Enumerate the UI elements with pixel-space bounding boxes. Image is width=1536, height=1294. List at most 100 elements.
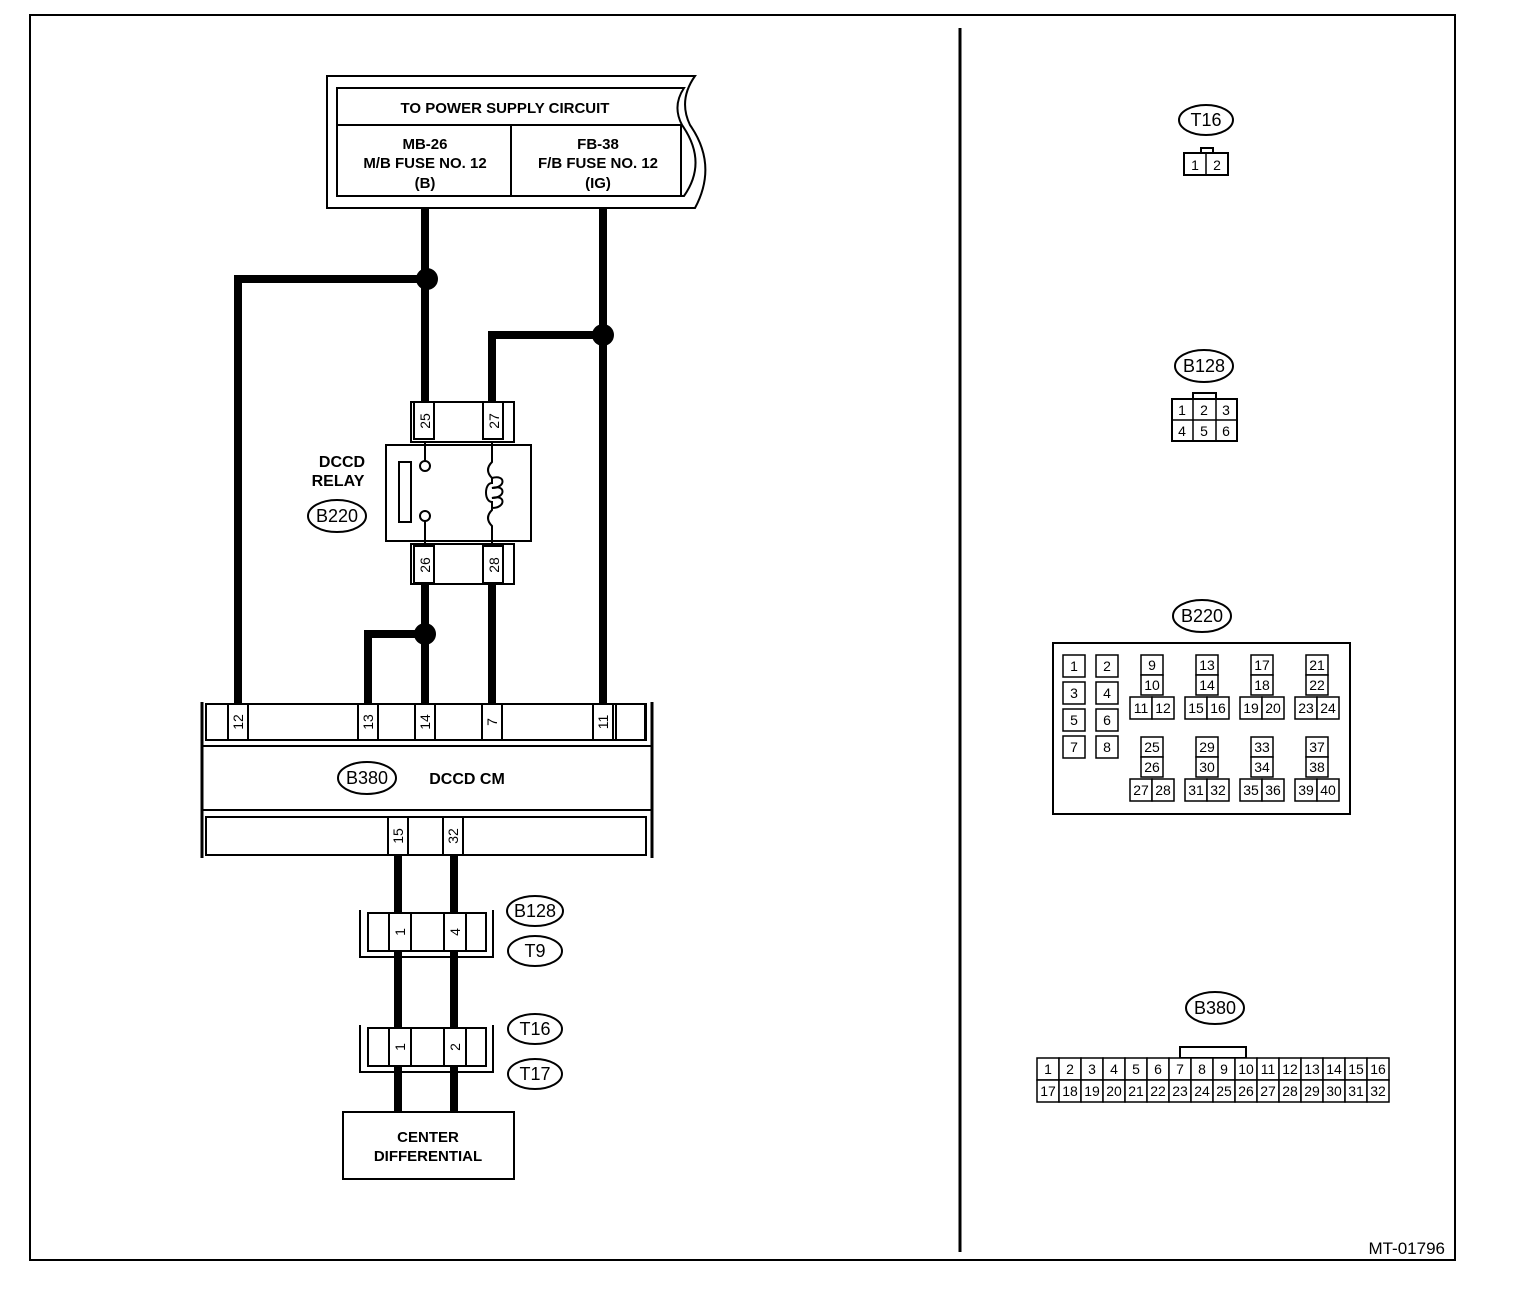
- b128-view-pin-6: 6: [1222, 423, 1230, 439]
- b380-pin-31: 31: [1348, 1083, 1364, 1099]
- b220-pin-26: 26: [1144, 759, 1160, 775]
- b380-pin-30: 30: [1326, 1083, 1342, 1099]
- b220-pin-18-cell: [1250, 674, 1274, 696]
- relay-pin-27: 27: [486, 413, 502, 429]
- connector-tag-b128: [506, 895, 564, 927]
- b220-pin-22-cell: [1305, 674, 1329, 696]
- b128-view-pin-1: 1: [1178, 402, 1186, 418]
- power-supply-header: TO POWER SUPPLY CIRCUIT: [401, 100, 610, 117]
- cm-label: DCCD CM: [429, 771, 505, 788]
- b380-pin-7: 7: [1176, 1061, 1184, 1077]
- cm-pin-15: 15: [390, 828, 406, 844]
- relay-pin-28: 28: [486, 557, 502, 573]
- splice-pin26: [414, 623, 436, 645]
- jc1-code-1: B128: [514, 901, 556, 921]
- b220-pin-8-cell: [1095, 735, 1119, 759]
- b220-pin-18: 18: [1254, 677, 1270, 693]
- dccd-control-module: 12 13 14 7 11 15 32 B380 DCCD CM: [200, 702, 654, 858]
- b220-pin-35: 35: [1243, 782, 1259, 798]
- b220-pin-40-cell: [1316, 778, 1340, 802]
- b380-pin-16: 16: [1370, 1061, 1386, 1077]
- b380-pin-15: 15: [1348, 1061, 1364, 1077]
- b380-pin-25: 25: [1216, 1083, 1232, 1099]
- b220-pin-3: 3: [1070, 685, 1078, 701]
- b220-pin-20-cell: [1261, 696, 1285, 720]
- cm-pin-7: 7: [484, 718, 500, 726]
- jc2-code-1: T16: [519, 1019, 550, 1039]
- b220-pin-2: 2: [1103, 658, 1111, 674]
- b380-pin-19: 19: [1084, 1083, 1100, 1099]
- wire-ig-to-pin27: [488, 331, 603, 402]
- joint-connector-t16-t17: 1 2 T16 T17: [359, 1013, 563, 1090]
- b220-pin-24-cell: [1316, 696, 1340, 720]
- jc2-code-2: T17: [519, 1064, 550, 1084]
- b220-pin-7: 7: [1070, 739, 1078, 755]
- b380-view-label: B380: [1194, 998, 1236, 1018]
- b220-pin-6: 6: [1103, 712, 1111, 728]
- mb-fuse-type: (B): [415, 175, 436, 192]
- b380-pin-9: 9: [1220, 1061, 1228, 1077]
- b220-pin-32: 32: [1210, 782, 1226, 798]
- b380-pin-14: 14: [1326, 1061, 1342, 1077]
- b220-pin-40: 40: [1320, 782, 1336, 798]
- b380-pin-8: 8: [1198, 1061, 1206, 1077]
- connector-view-t16: T16 1 2: [1178, 104, 1234, 176]
- b220-pin-16: 16: [1210, 700, 1226, 716]
- b220-pin-34: 34: [1254, 759, 1270, 775]
- b220-pin-10: 10: [1144, 677, 1160, 693]
- b220-pin-28-cell: [1151, 778, 1175, 802]
- b128-view-pin-4: 4: [1178, 423, 1186, 439]
- b220-pin-33: 33: [1254, 739, 1270, 755]
- b220-pin-19: 19: [1243, 700, 1259, 716]
- splice-ig: [592, 324, 614, 346]
- mb-fuse-name: M/B FUSE NO. 12: [363, 155, 486, 172]
- b128-view-label: B128: [1183, 356, 1225, 376]
- b380-pin-32-cell: [1366, 1079, 1390, 1103]
- cm-pin-14: 14: [417, 714, 433, 730]
- b220-pin-38-cell: [1305, 756, 1329, 778]
- b380-pin-4: 4: [1110, 1061, 1118, 1077]
- b220-pin-12-cell: [1151, 696, 1175, 720]
- b380-pin-12: 12: [1282, 1061, 1298, 1077]
- b220-pin-29: 29: [1199, 739, 1215, 755]
- b380-pin-32: 32: [1370, 1083, 1386, 1099]
- cm-pin-32: 32: [445, 828, 461, 844]
- connector-tag-b220: [307, 499, 367, 533]
- jc1-pin-4: 4: [447, 928, 463, 936]
- dccd-relay: 25 27 26 28 DCCD RELAY B220: [307, 401, 532, 585]
- fb-fuse-name: F/B FUSE NO. 12: [538, 155, 658, 172]
- fb-fuse-id: FB-38: [577, 136, 619, 153]
- b220-pin-36: 36: [1265, 782, 1281, 798]
- b220-pin-1: 1: [1070, 658, 1078, 674]
- b380-pin-17: 17: [1040, 1083, 1056, 1099]
- cm-connector-code: B380: [346, 768, 388, 788]
- b220-pin-8: 8: [1103, 739, 1111, 755]
- fb-fuse-type: (IG): [585, 175, 611, 192]
- jc1-code-2: T9: [524, 941, 545, 961]
- b380-pin-2: 2: [1066, 1061, 1074, 1077]
- b220-pin-17: 17: [1254, 657, 1270, 673]
- b128-view-pin-2: 2: [1200, 402, 1208, 418]
- wire-pin26-to-cm13: [364, 630, 425, 704]
- cm-pin-13: 13: [360, 714, 376, 730]
- b220-pin-3-cell: [1062, 681, 1086, 705]
- b220-pin-7-cell: [1062, 735, 1086, 759]
- wire-b-to-cm12: [234, 275, 425, 704]
- b220-pin-34-cell: [1250, 756, 1274, 778]
- center-diff-line2: DIFFERENTIAL: [374, 1148, 482, 1165]
- relay-pin-25: 25: [417, 413, 433, 429]
- relay-connector-code: B220: [316, 506, 358, 526]
- b220-pin-6-cell: [1095, 708, 1119, 732]
- mb-fuse-id: MB-26: [402, 136, 447, 153]
- b380-pin-5: 5: [1132, 1061, 1140, 1077]
- t16-view-pin-1: 1: [1191, 157, 1199, 173]
- b380-pin-26: 26: [1238, 1083, 1254, 1099]
- splice-b: [416, 268, 438, 290]
- b220-pin-14-cell: [1195, 674, 1219, 696]
- t16-view-label: T16: [1190, 110, 1221, 130]
- connector-view-b128: B128 1 2 3 4 5 6: [1171, 349, 1238, 442]
- cm-pin-11: 11: [595, 715, 611, 730]
- relay-label-1: DCCD: [319, 454, 365, 471]
- b220-pin-24: 24: [1320, 700, 1336, 716]
